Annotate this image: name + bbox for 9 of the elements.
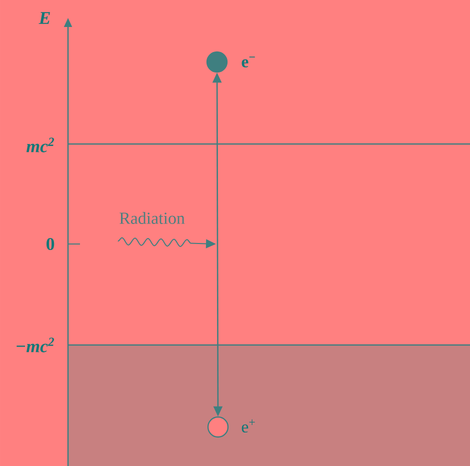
radiation-label: Radiation xyxy=(120,212,185,224)
axis-label: −mc$^{2}$ xyxy=(16,338,54,352)
axis-label: 0 xyxy=(46,238,54,250)
axis-label: mc$^{2}$ xyxy=(26,138,54,152)
filled-circle xyxy=(206,51,228,73)
axis-label: E xyxy=(38,12,50,24)
particle-label: e$^{+}$ xyxy=(242,419,255,433)
open-circle xyxy=(207,416,229,438)
particle-label: e$^{−}$ xyxy=(242,56,255,68)
